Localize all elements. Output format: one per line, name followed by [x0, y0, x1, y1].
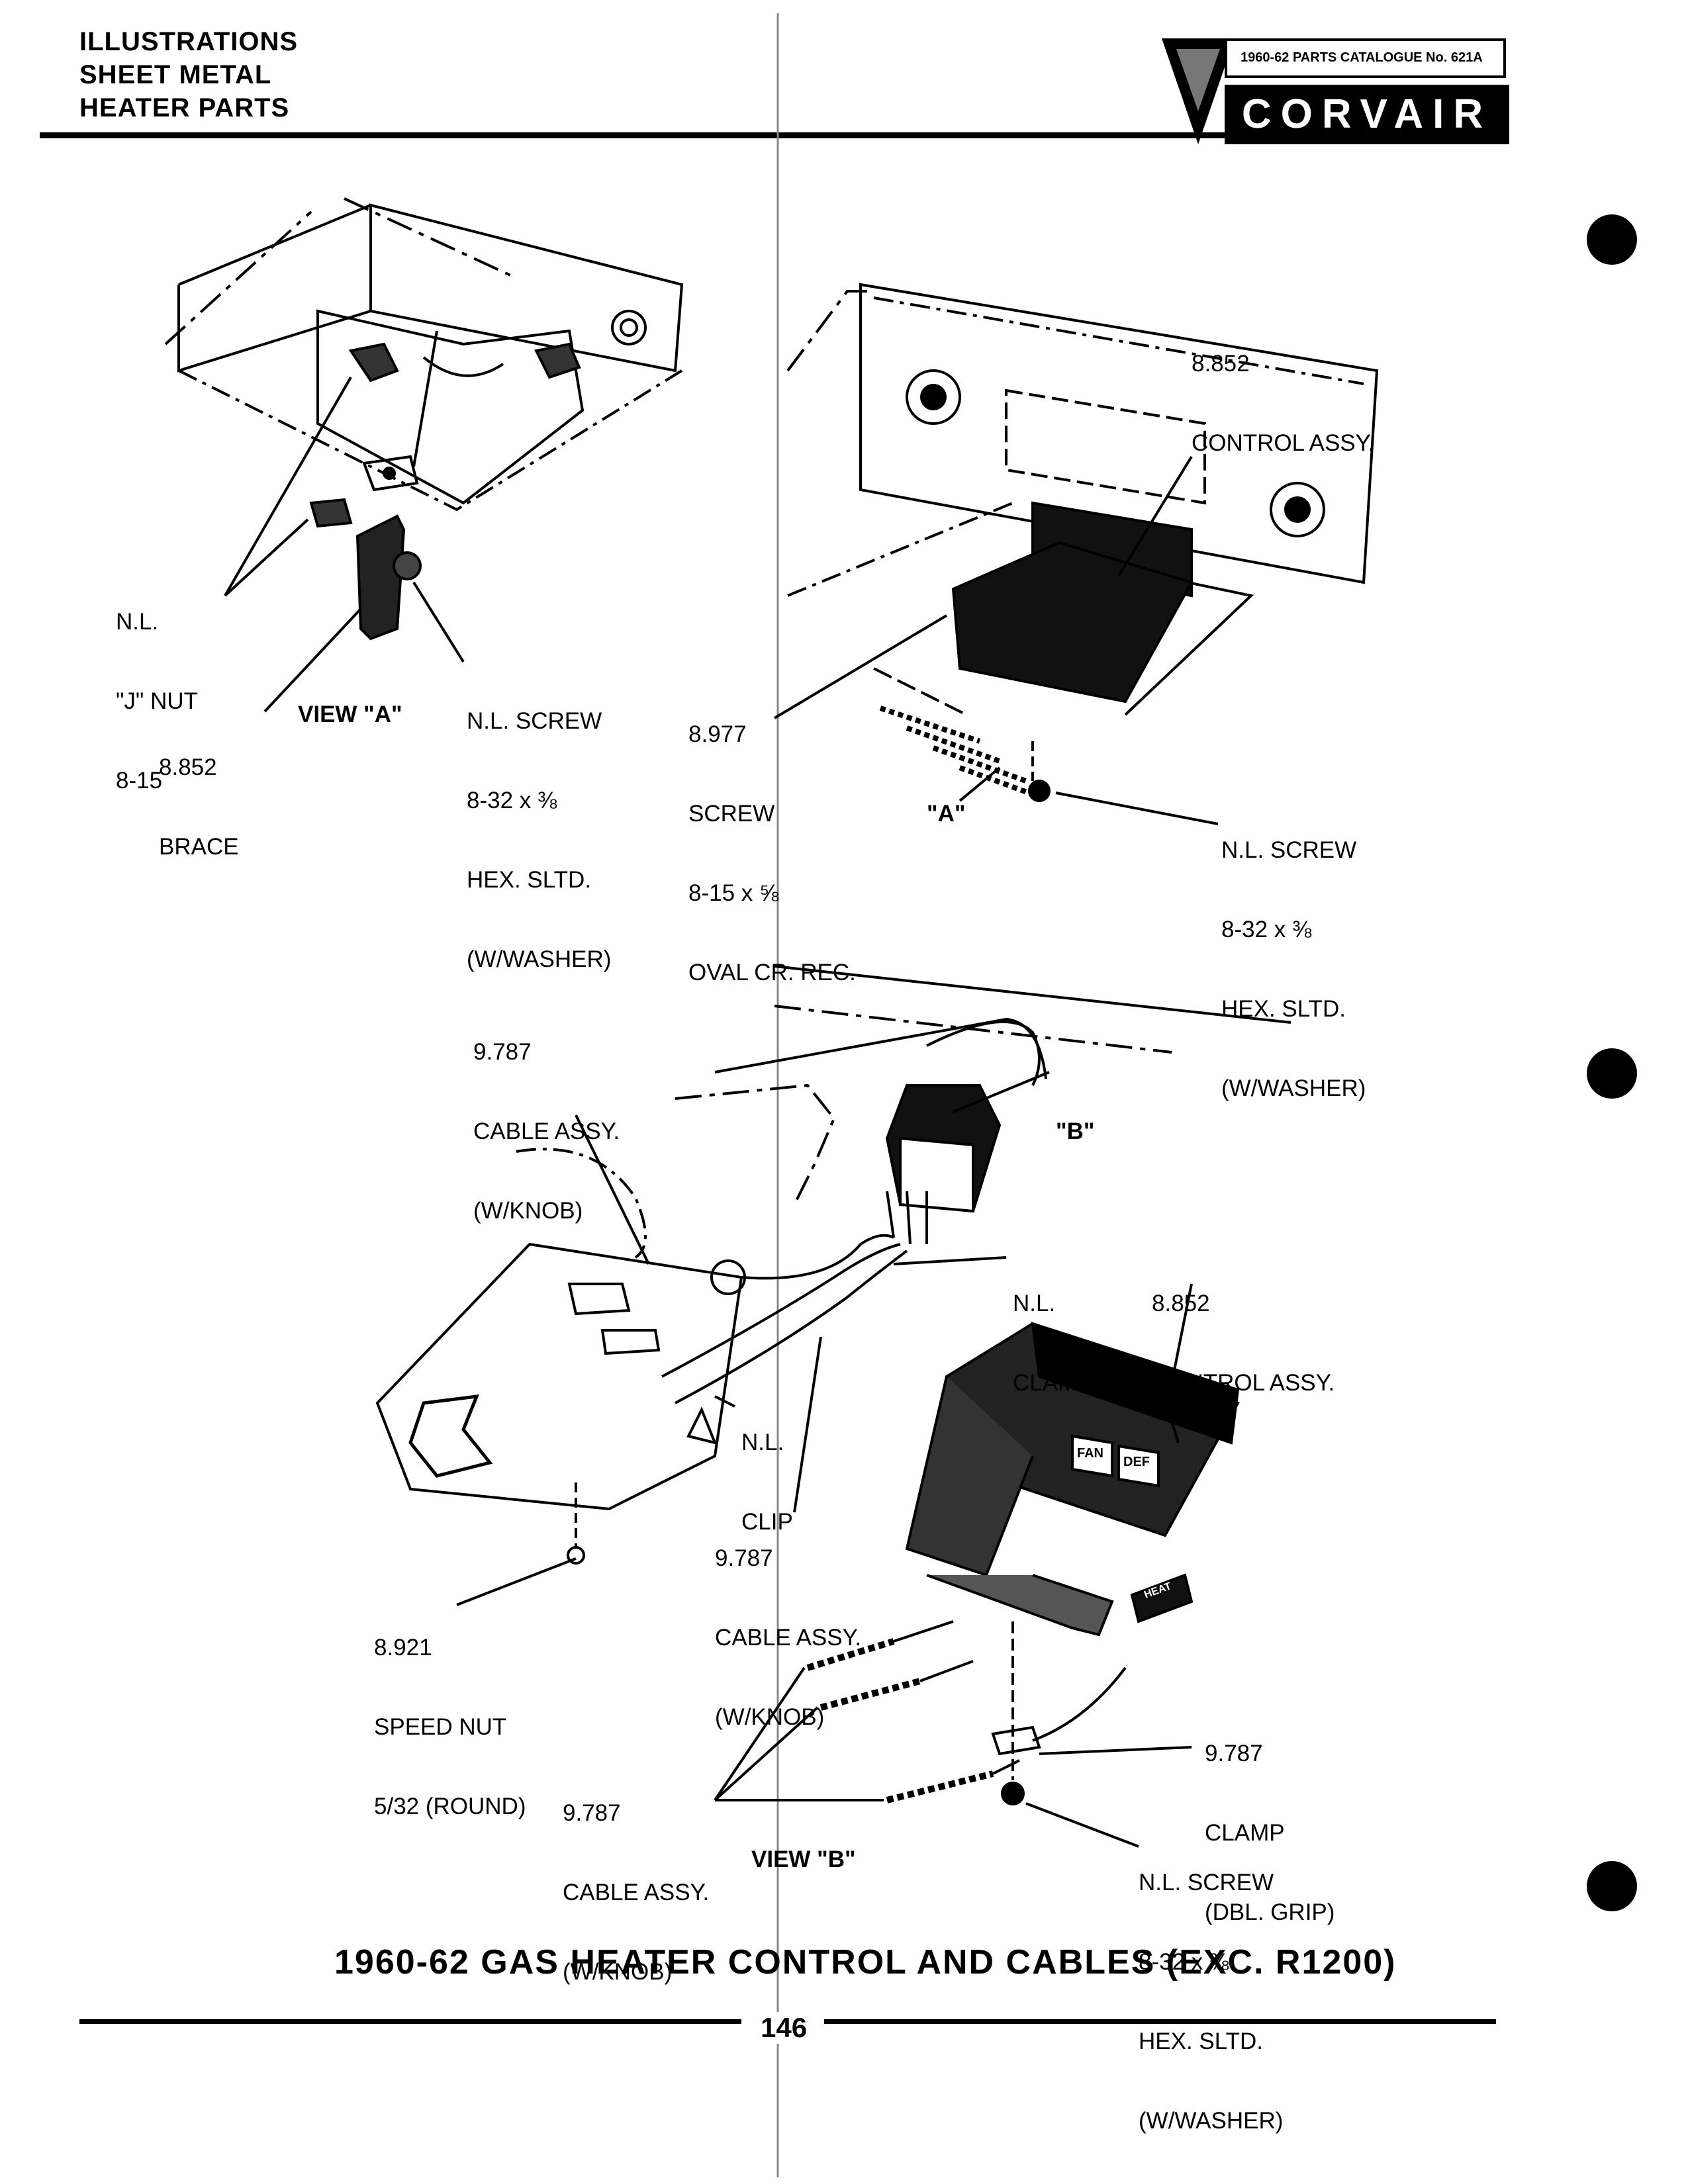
label-brace: 8.852 BRACE [159, 754, 239, 860]
binder-hole-bottom [1587, 1861, 1637, 1911]
marker-b: "B" [1056, 1118, 1095, 1144]
section-line-heater-parts: HEATER PARTS [79, 93, 290, 122]
label-clip: N.L. CLIP [741, 1430, 793, 1535]
corvair-logo: 1960-62 PARTS CATALOGUE No. 621A CORVAIR [1162, 32, 1509, 151]
page-number: 146 [751, 2012, 817, 2044]
label-screw-hex-lower: N.L. SCREW 8-32 x ⅜ HEX. SLTD. (W/WASHER… [1139, 1870, 1284, 2134]
label-j-nut: N.L. "J" NUT 8-15 [116, 609, 199, 794]
view-a-drawing [164, 197, 684, 713]
label-control-assy-lower: 8.852 CONTROL ASSY. [1152, 1291, 1335, 1396]
label-cable-assy-bottom: 9.787 CABLE ASSY. (W/KNOB) [563, 1800, 710, 1985]
label-screw-view-a: N.L. SCREW 8-32 x ⅜ HEX. SLTD. (W/WASHER… [467, 708, 612, 972]
footer-rule-left [79, 2019, 741, 2024]
label-cable-assy-mid: 9.787 CABLE ASSY. (W/KNOB) [715, 1545, 862, 1730]
corvair-emblem-icon [1162, 38, 1235, 144]
catalogue-band: 1960-62 PARTS CATALOGUE No. 621A [1225, 38, 1506, 78]
upper-control-drawing [773, 283, 1379, 825]
label-clamp-dbl-grip: 9.787 CLAMP (DBL. GRIP) [1205, 1741, 1335, 1925]
label-screw-oval: 8.977 SCREW 8-15 x ⅝ OVAL CR. REC. [688, 721, 856, 985]
footer-rule-right [824, 2019, 1496, 2024]
view-b-drawing [375, 965, 1291, 1848]
section-line-illustrations: ILLUSTRATIONS [79, 27, 299, 56]
label-control-assy-upper: 8.852 CONTROL ASSY. [1192, 351, 1375, 456]
section-heading: ILLUSTRATIONS SHEET METAL HEATER PARTS [79, 25, 298, 124]
header-rule [40, 132, 1499, 138]
brand-name: CORVAIR [1225, 85, 1509, 144]
label-cable-assy-top: 9.787 CABLE ASSY. (W/KNOB) [473, 1039, 620, 1224]
switch-fan-legend: FAN [1077, 1446, 1103, 1461]
figure-caption: 1960-62 GAS HEATER CONTROL AND CABLES (E… [334, 1943, 1397, 1981]
section-line-sheet-metal: SHEET METAL [79, 60, 272, 89]
view-a-title: VIEW "A" [298, 702, 402, 727]
view-b-title: VIEW "B" [751, 1846, 856, 1872]
catalogue-number: 1960-62 PARTS CATALOGUE No. 621A [1241, 50, 1483, 65]
label-screw-hex-upper: N.L. SCREW 8-32 x ⅜ HEX. SLTD. (W/WASHER… [1221, 837, 1366, 1101]
binder-hole-middle [1587, 1048, 1637, 1099]
binder-hole-top [1587, 214, 1637, 265]
label-clamp: N.L. CLAMP [1013, 1291, 1093, 1396]
label-speed-nut: 8.921 SPEED NUT 5/32 (ROUND) [374, 1635, 526, 1819]
marker-a: "A" [927, 801, 966, 827]
switch-def-legend: DEF [1123, 1455, 1150, 1469]
